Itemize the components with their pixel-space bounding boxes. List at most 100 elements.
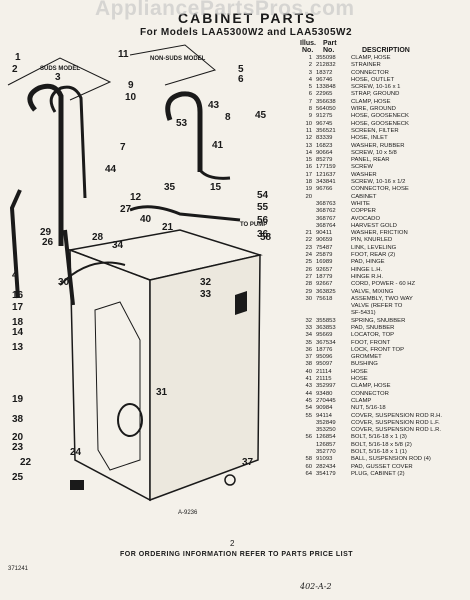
- part-description: CLAMP, HOSE: [351, 55, 391, 61]
- part-number: 352849: [316, 419, 336, 426]
- callout-55: 55: [257, 202, 269, 213]
- part-number: 92667: [316, 281, 333, 288]
- part-description: CONNECTOR: [351, 69, 389, 76]
- part-description: HINGE R.H.: [351, 273, 384, 280]
- callout-25: 25: [12, 472, 24, 483]
- illus-number: 9: [308, 113, 312, 120]
- part-description: NUT, 5/16-18: [351, 405, 386, 412]
- document-number: 371241: [8, 566, 29, 572]
- illus-number: 15: [305, 157, 312, 164]
- part-description: CORD, POWER - 60 HZ: [351, 281, 416, 288]
- part-number: 94114: [316, 412, 332, 419]
- part-number: 96745: [316, 120, 333, 127]
- callout-18: 18: [12, 317, 24, 328]
- illus-number: 2: [308, 62, 312, 69]
- part-number: 367534: [316, 339, 336, 346]
- illus-number: 28: [305, 281, 312, 288]
- part-description: SCREW, 10-16 x 1: [351, 84, 401, 91]
- illus-number: 6: [308, 91, 312, 98]
- figure-code: A-9236: [178, 510, 198, 516]
- illus-number: 25: [305, 259, 312, 266]
- callout-29: 29: [40, 227, 52, 238]
- callout-53: 53: [176, 118, 188, 129]
- illus-number: 45: [305, 397, 312, 404]
- illus-number: 43: [305, 383, 312, 390]
- illus-number: 10: [305, 120, 312, 127]
- illus-number: 30: [305, 295, 312, 302]
- part-number: 96746: [316, 76, 333, 83]
- parts-row: VALVE (REFER TO: [300, 303, 465, 310]
- header-part: Part: [323, 40, 337, 47]
- illus-number: 40: [305, 368, 312, 375]
- callout-3: 3: [55, 72, 61, 83]
- illus-number: 7: [308, 98, 312, 105]
- callout-37: 37: [242, 457, 254, 468]
- illus-number: 33: [305, 324, 312, 331]
- callout-16: 16: [12, 290, 24, 301]
- part-description: PAD, SNUBBER: [351, 324, 395, 331]
- part-number: 90984: [316, 405, 333, 412]
- page-number: 2: [230, 539, 235, 548]
- part-number: 21115: [316, 376, 332, 383]
- parts-row: SF-5431): [300, 310, 465, 317]
- part-description: BOLT, 5/16-18 x 1 (3): [351, 434, 407, 441]
- part-number: 368762: [316, 208, 336, 215]
- part-description: ASSEMBLY, TWO WAY: [351, 295, 413, 302]
- illus-number: 26: [305, 266, 312, 273]
- part-description: CLAMP, HOSE: [351, 383, 391, 390]
- part-description: SCREW, 10 x 5/8: [351, 149, 397, 156]
- part-description: WIRE, GROUND: [351, 106, 396, 113]
- part-number: 95096: [316, 354, 333, 361]
- part-number: 93480: [316, 390, 333, 397]
- to-pump-label: TO PUMP: [240, 222, 267, 228]
- illus-number: 21: [305, 230, 312, 237]
- page-title: CABINET PARTS: [178, 10, 317, 26]
- illus-number: 14: [305, 149, 312, 156]
- part-description: WHITE: [351, 200, 370, 207]
- parts-row: 30 75618 ASSEMBLY, TWO WAY: [300, 296, 465, 303]
- part-number: 92657: [316, 266, 333, 273]
- cabinet: [59, 229, 263, 502]
- part-number: 368763: [316, 200, 336, 207]
- part-description: LOCATOR, TOP: [351, 332, 395, 339]
- part-number: 91093: [316, 456, 333, 463]
- part-description: STRAINER: [351, 62, 381, 69]
- part-number: 368767: [316, 215, 336, 222]
- callout-26: 26: [42, 237, 54, 248]
- part-number: 91275: [316, 113, 333, 120]
- part-number: 354179: [316, 470, 336, 477]
- part-number: 352997: [316, 383, 336, 390]
- illus-number: 29: [305, 288, 312, 295]
- part-description: PAD, HINGE: [351, 259, 385, 266]
- illus-number: 32: [305, 317, 312, 324]
- part-number: 75618: [316, 295, 333, 302]
- part-description: PANEL, REAR: [351, 157, 390, 164]
- callout-8: 8: [225, 112, 231, 123]
- part-description: VALVE (REFER TO: [351, 303, 403, 310]
- part-description: BALL, SUSPENSION ROD (4): [351, 456, 431, 463]
- part-description: CLAMP, HOSE: [351, 98, 391, 105]
- part-number: 126854: [316, 434, 336, 441]
- part-number: 18779: [316, 273, 333, 280]
- callout-11: 11: [118, 49, 129, 60]
- callout-38: 38: [12, 414, 24, 425]
